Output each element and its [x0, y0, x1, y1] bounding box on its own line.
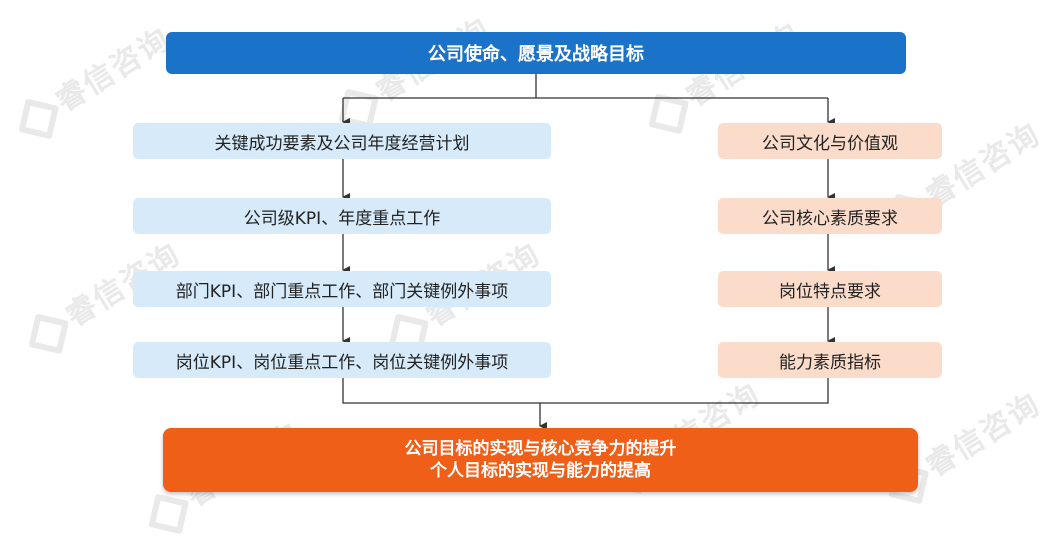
right-box-label: 公司文化与价值观 [762, 133, 898, 154]
right-box-label: 岗位特点要求 [779, 281, 881, 302]
bottom-outcome-line1: 公司目标的实现与核心竞争力的提升 [404, 439, 677, 459]
right-box-4: 能力素质指标 [718, 342, 942, 378]
left-box-1: 关键成功要素及公司年度经营计划 [133, 123, 551, 159]
right-box-label: 公司核心素质要求 [762, 208, 898, 229]
left-box-label: 关键成功要素及公司年度经营计划 [214, 133, 470, 154]
left-box-label: 公司级KPI、年度重点工作 [243, 208, 441, 229]
right-box-1: 公司文化与价值观 [718, 123, 942, 159]
right-box-label: 能力素质指标 [779, 352, 881, 373]
left-box-label: 部门KPI、部门重点工作、部门关键例外事项 [175, 281, 509, 302]
right-box-2: 公司核心素质要求 [718, 198, 942, 234]
right-box-3: 岗位特点要求 [718, 271, 942, 307]
connector-bottom-merge [342, 377, 829, 404]
left-box-4: 岗位KPI、岗位重点工作、岗位关键例外事项 [133, 342, 551, 378]
bottom-outcome-box: 公司目标的实现与核心竞争力的提升 个人目标的实现与能力的提高 [163, 428, 918, 492]
connector-top-split [343, 74, 828, 99]
bottom-outcome-line2: 个人目标的实现与能力的提高 [430, 461, 651, 481]
left-box-2: 公司级KPI、年度重点工作 [133, 198, 551, 234]
connector-lines [342, 74, 835, 430]
left-box-label: 岗位KPI、岗位重点工作、岗位关键例外事项 [175, 352, 509, 373]
left-box-3: 部门KPI、部门重点工作、部门关键例外事项 [133, 271, 551, 307]
top-goal-label: 公司使命、愿景及战略目标 [428, 44, 644, 65]
top-goal-box: 公司使命、愿景及战略目标 [166, 32, 906, 74]
diagram-canvas: 睿信咨询 睿信咨询 睿信咨询 睿信咨询 睿信咨询 睿信咨询 睿信咨询 睿信咨询 … [18, 12, 1040, 534]
